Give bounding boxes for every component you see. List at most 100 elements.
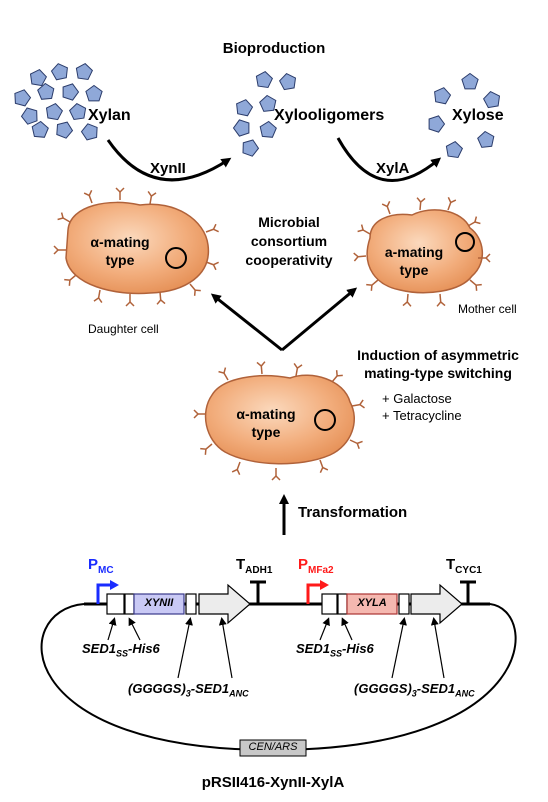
surface-anchor <box>53 245 66 255</box>
cen-ars-box <box>239 739 307 757</box>
surface-anchor <box>256 361 266 375</box>
induction-label: Induction of asymmetric mating-type swit… <box>357 347 519 381</box>
arrow-to-daughter <box>210 293 283 352</box>
xylan-label: Xylan <box>88 107 131 124</box>
sugar-pentagon <box>80 123 98 141</box>
signal-box-1a <box>106 593 125 615</box>
sugar-pentagon <box>68 102 87 121</box>
anchor-label-2: (GGGGS)3-SED1ANC <box>354 681 475 699</box>
linker-box-2 <box>398 593 410 615</box>
sugar-pentagon <box>85 84 103 102</box>
daughter-cell-caption: Daughter cell <box>88 322 159 336</box>
sugar-pentagon <box>56 121 74 139</box>
sugar-pentagon <box>62 83 80 101</box>
surface-anchor <box>93 289 103 303</box>
xynii-gene-label: XYNII <box>144 597 174 609</box>
surface-anchor <box>467 216 481 227</box>
xylooligomers-label: Xylooligomers <box>274 107 385 124</box>
sugar-pentagon <box>259 120 277 138</box>
surface-anchor <box>271 468 281 481</box>
sugar-pentagon <box>20 107 38 125</box>
sugar-pentagon <box>445 140 464 159</box>
surface-anchor <box>381 201 391 215</box>
daughter-mating-type-label: α-mating type <box>90 234 150 268</box>
parent-nucleus <box>314 409 336 431</box>
consortium-label: Microbial consortium cooperativity <box>245 214 333 268</box>
xyla-gene-box <box>346 593 398 615</box>
surface-anchor <box>357 224 371 235</box>
surface-anchor <box>156 291 166 305</box>
surface-anchor <box>57 212 71 223</box>
linker-box-1 <box>185 593 197 615</box>
surface-anchor <box>353 252 367 262</box>
xynii-gene-box <box>133 593 185 615</box>
surface-anchor <box>366 279 379 291</box>
surface-anchor <box>115 187 125 200</box>
sugar-pentagon <box>428 115 446 133</box>
surface-anchor <box>125 294 135 307</box>
surface-anchor <box>147 191 157 205</box>
sugar-pentagon <box>434 87 452 105</box>
plasmid-map <box>40 580 517 757</box>
anchor-gene-arrow-2 <box>410 583 463 625</box>
sugar-pentagon <box>461 72 479 90</box>
promoter-mc-label: PMC <box>88 556 114 576</box>
sugar-pentagon <box>477 130 495 148</box>
surface-anchor <box>447 197 457 211</box>
xyla-gene-label: XYLA <box>357 597 387 609</box>
sugar-pentagon <box>482 90 501 109</box>
sugar-molecules <box>14 62 501 159</box>
sugar-pentagon <box>31 120 49 138</box>
daughter-cell <box>65 201 210 295</box>
surface-display-anchors <box>53 187 491 481</box>
sugar-pentagon <box>255 70 274 89</box>
signal-box-2b <box>337 593 348 615</box>
xynii-enzyme-label: XynII <box>150 160 186 177</box>
sugar-pentagon <box>50 63 68 81</box>
promoter-mfa2-label: PMFa2 <box>298 556 334 576</box>
surface-anchor <box>218 367 229 381</box>
promoter-mfa2-arrow <box>306 583 322 604</box>
surface-anchor <box>416 197 426 211</box>
surface-anchor <box>331 370 343 383</box>
mother-nucleus <box>455 232 475 252</box>
surface-anchor <box>469 279 482 291</box>
sugar-pentagon <box>259 94 277 112</box>
surface-anchor <box>205 261 219 271</box>
surface-anchor <box>189 283 201 296</box>
signal-box-1b <box>124 593 135 615</box>
surface-anchor <box>478 253 491 263</box>
signal-box-2a <box>321 593 338 615</box>
surface-anchor <box>351 399 365 409</box>
parent-cell <box>204 374 355 465</box>
sugar-pentagon <box>45 102 64 121</box>
surface-anchor <box>231 461 241 475</box>
surface-anchor <box>293 363 303 377</box>
induction-conditions: + Galactose + Tetracycline <box>382 391 462 423</box>
surface-anchor <box>402 293 412 307</box>
sugar-pentagon <box>29 68 48 87</box>
transformation-label: Transformation <box>298 504 408 521</box>
signal-label-1: SED1SS-His6 <box>82 641 160 659</box>
xyla-enzyme-label: XylA <box>376 160 410 177</box>
signal-label-2: SED1SS-His6 <box>296 641 374 659</box>
surface-anchor <box>200 443 213 455</box>
plasmid-name: pRSII416-XynII-XylA <box>201 774 345 791</box>
surface-anchor <box>436 293 446 307</box>
bioproduction-title: Bioproduction <box>222 40 326 57</box>
sugar-pentagon <box>232 119 250 137</box>
promoter-mc-arrow <box>96 583 112 604</box>
xynii-reaction-arrow <box>106 139 232 182</box>
sugar-pentagon <box>242 139 260 157</box>
sugar-pentagon <box>236 99 254 117</box>
surface-anchor <box>83 190 93 204</box>
mother-cell-caption: Mother cell <box>458 302 517 316</box>
surface-anchor <box>319 459 329 473</box>
mother-cell <box>366 209 483 294</box>
cen-ars-label: CEN/ARS <box>248 741 298 753</box>
surface-anchor <box>64 274 77 286</box>
daughter-nucleus <box>165 247 187 269</box>
surface-anchor <box>205 223 219 233</box>
sugar-pentagon <box>14 89 32 107</box>
